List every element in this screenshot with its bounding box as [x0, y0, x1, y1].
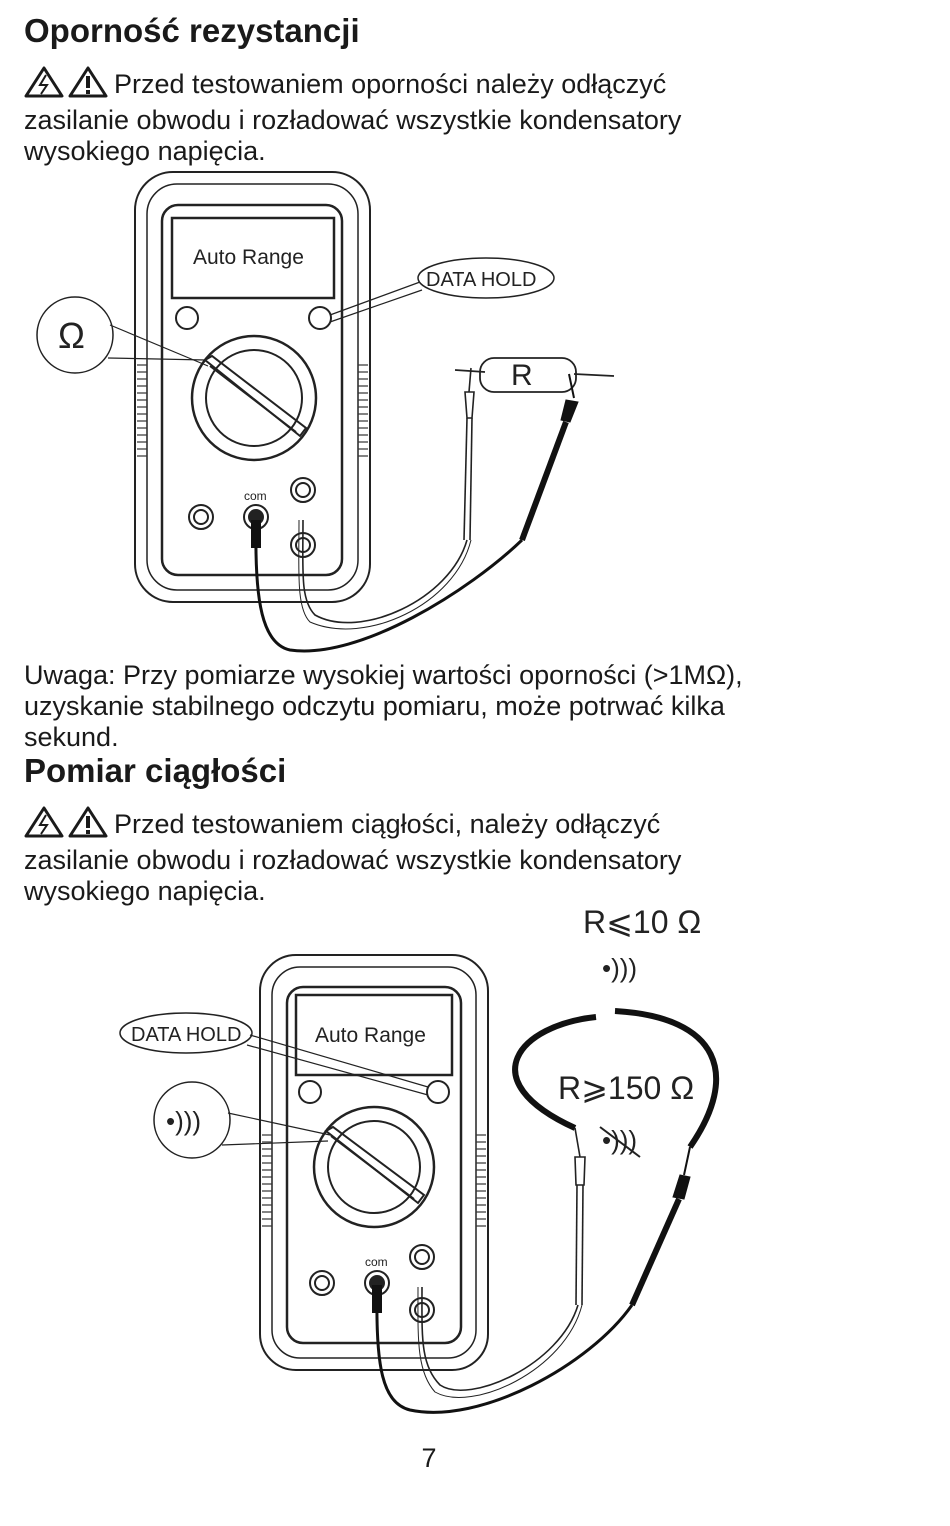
- note-line: sekund.: [24, 722, 119, 752]
- wire-right-half: [614, 1008, 719, 1149]
- beep-on-symbol: •))): [602, 953, 637, 983]
- display-label: Auto Range: [315, 1024, 426, 1047]
- page-number: 7: [421, 1443, 437, 1473]
- note-line: uzyskanie stabilnego odczytu pomiaru, mo…: [24, 691, 725, 721]
- ohm-mode-callout: [36, 296, 114, 374]
- note-line: Uwaga: Przy pomiarze wysokiej wartości o…: [24, 660, 743, 690]
- red-test-lead: [298, 367, 475, 630]
- condition-high-resistance: R⩾150 Ω: [558, 1070, 694, 1106]
- continuity-measurement-figure: Auto Range com DATA HOLD •))) R⩽10 Ω •))…: [119, 904, 719, 1414]
- warning-continuity: Przed testowaniem ciągłości, należy odłą…: [24, 806, 681, 907]
- warning-line: wysokiego napięcia.: [24, 136, 266, 166]
- black-test-lead: [372, 1146, 691, 1414]
- warning-line: zasilanie obwodu i rozładować wszystkie …: [24, 845, 682, 875]
- warning-icons: [24, 806, 110, 845]
- warning-line: zasilanie obwodu i rozładować wszystkie …: [24, 105, 682, 135]
- multimeter: [259, 954, 489, 1371]
- com-jack-label: com: [244, 489, 267, 503]
- resistance-measurement-figure: Auto Range com DATA HOLD Ω R: [36, 171, 615, 653]
- warning-line: Przed testowaniem ciągłości, należy odłą…: [114, 809, 661, 839]
- wire-left-half: [512, 1014, 597, 1131]
- resistance-note: Uwaga: Przy pomiarze wysokiej wartości o…: [24, 660, 743, 753]
- data-hold-label: DATA HOLD: [426, 269, 536, 291]
- data-hold-label: DATA HOLD: [131, 1024, 241, 1046]
- data-hold-callout: [417, 257, 555, 299]
- display-label: Auto Range: [193, 246, 304, 269]
- data-hold-callout: [119, 1012, 253, 1054]
- section-title-continuity: Pomiar ciągłości: [24, 752, 287, 789]
- red-test-lead: [417, 1127, 586, 1398]
- black-test-lead: [251, 373, 579, 653]
- condition-low-resistance: R⩽10 Ω: [583, 904, 701, 940]
- com-jack-label: com: [365, 1255, 388, 1269]
- multimeter: [134, 171, 371, 603]
- warning-line: Przed testowaniem oporności należy odłąc…: [114, 69, 667, 99]
- warning-resistance: Przed testowaniem oporności należy odłąc…: [24, 66, 681, 167]
- continuity-mode-callout: [153, 1081, 231, 1159]
- continuity-symbol: •))): [166, 1106, 201, 1136]
- ohm-symbol: Ω: [58, 315, 85, 356]
- resistor: [454, 357, 615, 393]
- high-voltage-warning-icon: [24, 806, 108, 838]
- warning-line: wysokiego napięcia.: [24, 876, 266, 906]
- resistor-label: R: [511, 359, 533, 392]
- warning-icons: [24, 66, 110, 105]
- beep-off-icon: •))): [599, 1125, 641, 1158]
- section-title-resistance: Oporność rezystancji: [24, 12, 360, 49]
- high-voltage-warning-icon: [24, 66, 108, 98]
